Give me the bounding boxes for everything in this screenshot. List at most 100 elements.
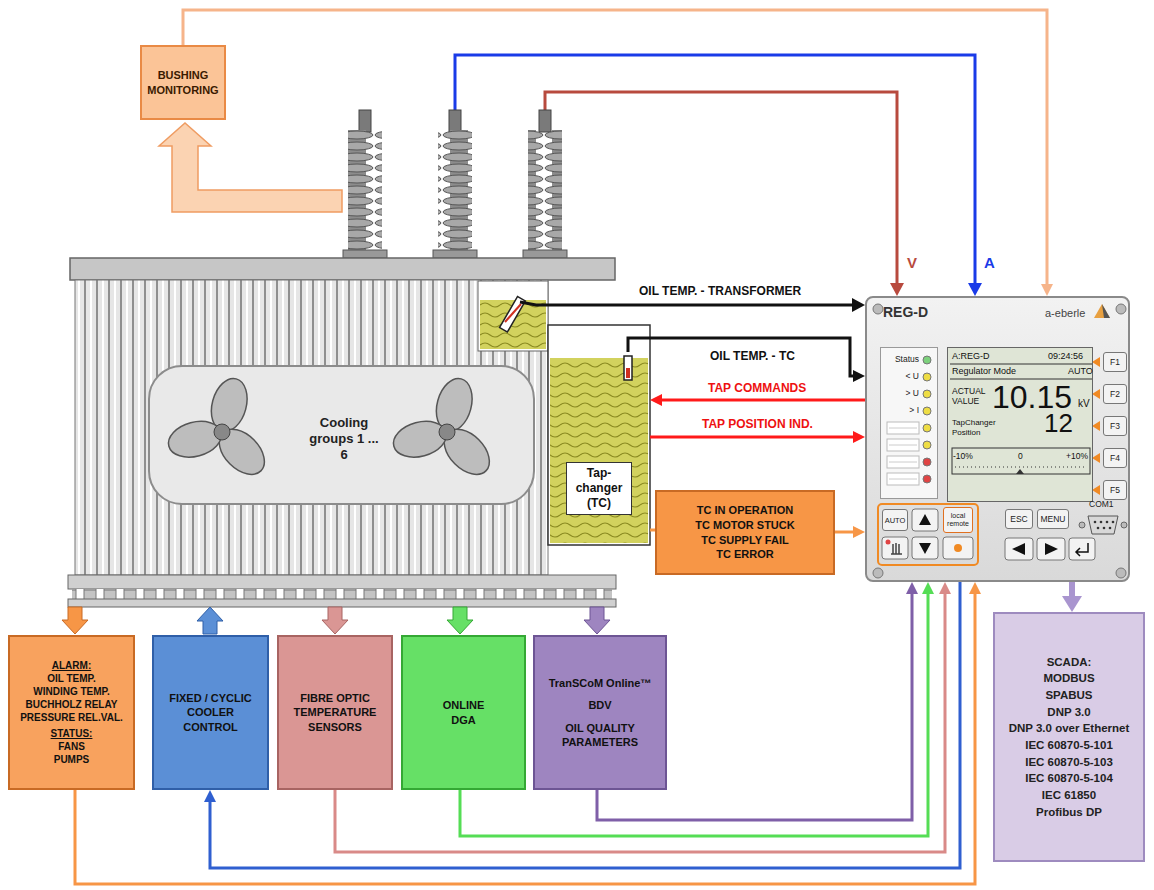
alarm-box: ALARM:OIL TEMP.WINDING TEMP.BUCHHOLZ REL… <box>8 635 135 790</box>
status-led-panel: Status< U> U> I <box>880 347 938 499</box>
node-text: A:REG-D <box>952 351 990 362</box>
bushings <box>343 110 567 258</box>
node-text: IEC 60870-5-103 <box>1025 754 1113 771</box>
function-key: F2 <box>1103 384 1127 404</box>
node-text: ALARM: <box>52 659 91 672</box>
node-text: AUTO <box>1068 366 1093 377</box>
node-text: TC IN OPERATION <box>697 503 793 518</box>
arrow-head <box>650 394 662 406</box>
connector-label: OIL TEMP. - TC <box>708 349 797 363</box>
node-text: a-eberle <box>1045 307 1085 319</box>
connector <box>335 582 951 852</box>
node-text: TC SUPPLY FAIL <box>701 533 788 548</box>
node-text: TapChanger Position <box>952 418 1004 438</box>
connector-line <box>183 10 1047 286</box>
connector-line <box>660 399 865 402</box>
function-key: F3 <box>1103 416 1127 436</box>
function-key: F5 <box>1103 480 1127 500</box>
node-text: ONLINE DGA <box>434 698 494 727</box>
transformer-body <box>68 258 616 607</box>
node-text: Regulator Mode <box>952 366 1016 377</box>
node-text: 10.15 <box>992 381 1072 413</box>
node-text: AUTO <box>885 516 906 525</box>
arrow-head <box>939 582 951 594</box>
node-text: PRESSURE REL.VAL. <box>20 711 123 724</box>
node-text: FIBRE OPTIC TEMPERATURE SENSORS <box>284 691 386 734</box>
node-text: DNP 3.0 <box>1047 704 1090 721</box>
node-text: REG-D <box>883 304 928 320</box>
connector-line <box>835 531 855 534</box>
node-text: F2 <box>1110 389 1120 399</box>
arrow-head <box>853 370 865 382</box>
arrow-head <box>969 582 981 594</box>
node-text: IEC 60870-5-104 <box>1025 770 1113 787</box>
arrow-head <box>853 526 865 538</box>
connector-line <box>1069 582 1075 598</box>
node-text: MENU <box>1040 514 1065 524</box>
node-text: OIL QUALITY PARAMETERS <box>540 721 660 750</box>
arrow-head <box>1041 284 1053 296</box>
menu-button: MENU <box>1037 509 1069 529</box>
connector-line <box>650 436 855 439</box>
signal-arrows <box>62 607 610 634</box>
connector <box>650 431 865 443</box>
dga-box: ONLINE DGA <box>401 635 526 790</box>
scada-box: SCADA:MODBUSSPABUSDNP 3.0DNP 3.0 over Et… <box>993 612 1145 862</box>
cooler-control-box: FIXED / CYCLIC COOLER CONTROL <box>152 635 269 790</box>
bushing-signal-arrow <box>159 123 342 212</box>
signal-label: A <box>984 254 995 271</box>
arrow-head <box>204 790 216 802</box>
arrow-head <box>922 582 934 594</box>
connector-line <box>628 338 855 376</box>
function-key: F1 <box>1103 352 1127 372</box>
node-text: OIL TEMP. <box>47 672 96 685</box>
node-text: 09:24:56 <box>1048 351 1083 362</box>
node-text: BUCHHOLZ RELAY <box>26 698 118 711</box>
menu-button: ESC <box>1005 509 1033 529</box>
connector <box>75 582 981 884</box>
node-text: BDV <box>588 698 611 712</box>
connector-line <box>210 582 960 868</box>
connector-line <box>460 592 928 836</box>
tap-changer-tank <box>548 325 650 545</box>
node-text: F3 <box>1110 421 1120 431</box>
node-text: DNP 3.0 over Ethernet <box>1009 720 1130 737</box>
cooling-group: Cooling groups 1 ... 6 <box>148 365 535 505</box>
connector-line <box>335 592 945 852</box>
connector <box>628 338 865 382</box>
arrow-head <box>853 431 865 443</box>
node-text: SPABUS <box>1045 687 1092 704</box>
connector <box>183 10 1053 296</box>
node-text: +10% <box>1066 451 1088 461</box>
node-text: TC ERROR <box>716 547 773 562</box>
tap-changer: Tap-changer (TC) <box>548 352 650 542</box>
node-text: Profibus DP <box>1036 804 1102 821</box>
node-text: TranSCoM Online™ <box>549 676 652 690</box>
local-remote-button: local remote <box>943 507 973 533</box>
node-text: IEC 60870-5-101 <box>1025 737 1113 754</box>
node-text: BUSHING MONITORING <box>146 68 220 97</box>
node-text: FANS <box>58 740 85 753</box>
connector <box>204 582 960 868</box>
node-text: TC MOTOR STUCK <box>695 518 794 533</box>
node-text: Tap-changer (TC) <box>566 462 632 515</box>
status-signal-box: TC IN OPERATIONTC MOTOR STUCKTC SUPPLY F… <box>655 490 835 575</box>
node-text: kV <box>1078 398 1090 409</box>
oil-quality-box: TranSCoM Online™ BDV OIL QUALITY PARAMETER… <box>533 635 667 790</box>
node-text: F1 <box>1110 357 1120 367</box>
arrow-head <box>906 582 918 594</box>
regulator-panel: REG-D a-eberleStatus< U> U> I A:REG-D 09:24… <box>865 296 1130 582</box>
node-text: FIXED / CYCLIC COOLER CONTROL <box>159 691 262 734</box>
node-text: WINDING TEMP. <box>33 685 109 698</box>
node-text: F4 <box>1110 453 1120 463</box>
node-text: SCADA: <box>1047 654 1092 671</box>
node-text: < U <box>883 371 919 381</box>
port-label: COM1 <box>1089 499 1114 509</box>
connector-label: TAP COMMANDS <box>706 381 808 395</box>
status-led-panel-graphic <box>881 348 939 500</box>
node-text: 12 <box>1044 410 1073 436</box>
function-key: F4 <box>1103 448 1127 468</box>
node-text: ESC <box>1010 514 1027 524</box>
node-text: IEC 61850 <box>1042 787 1096 804</box>
